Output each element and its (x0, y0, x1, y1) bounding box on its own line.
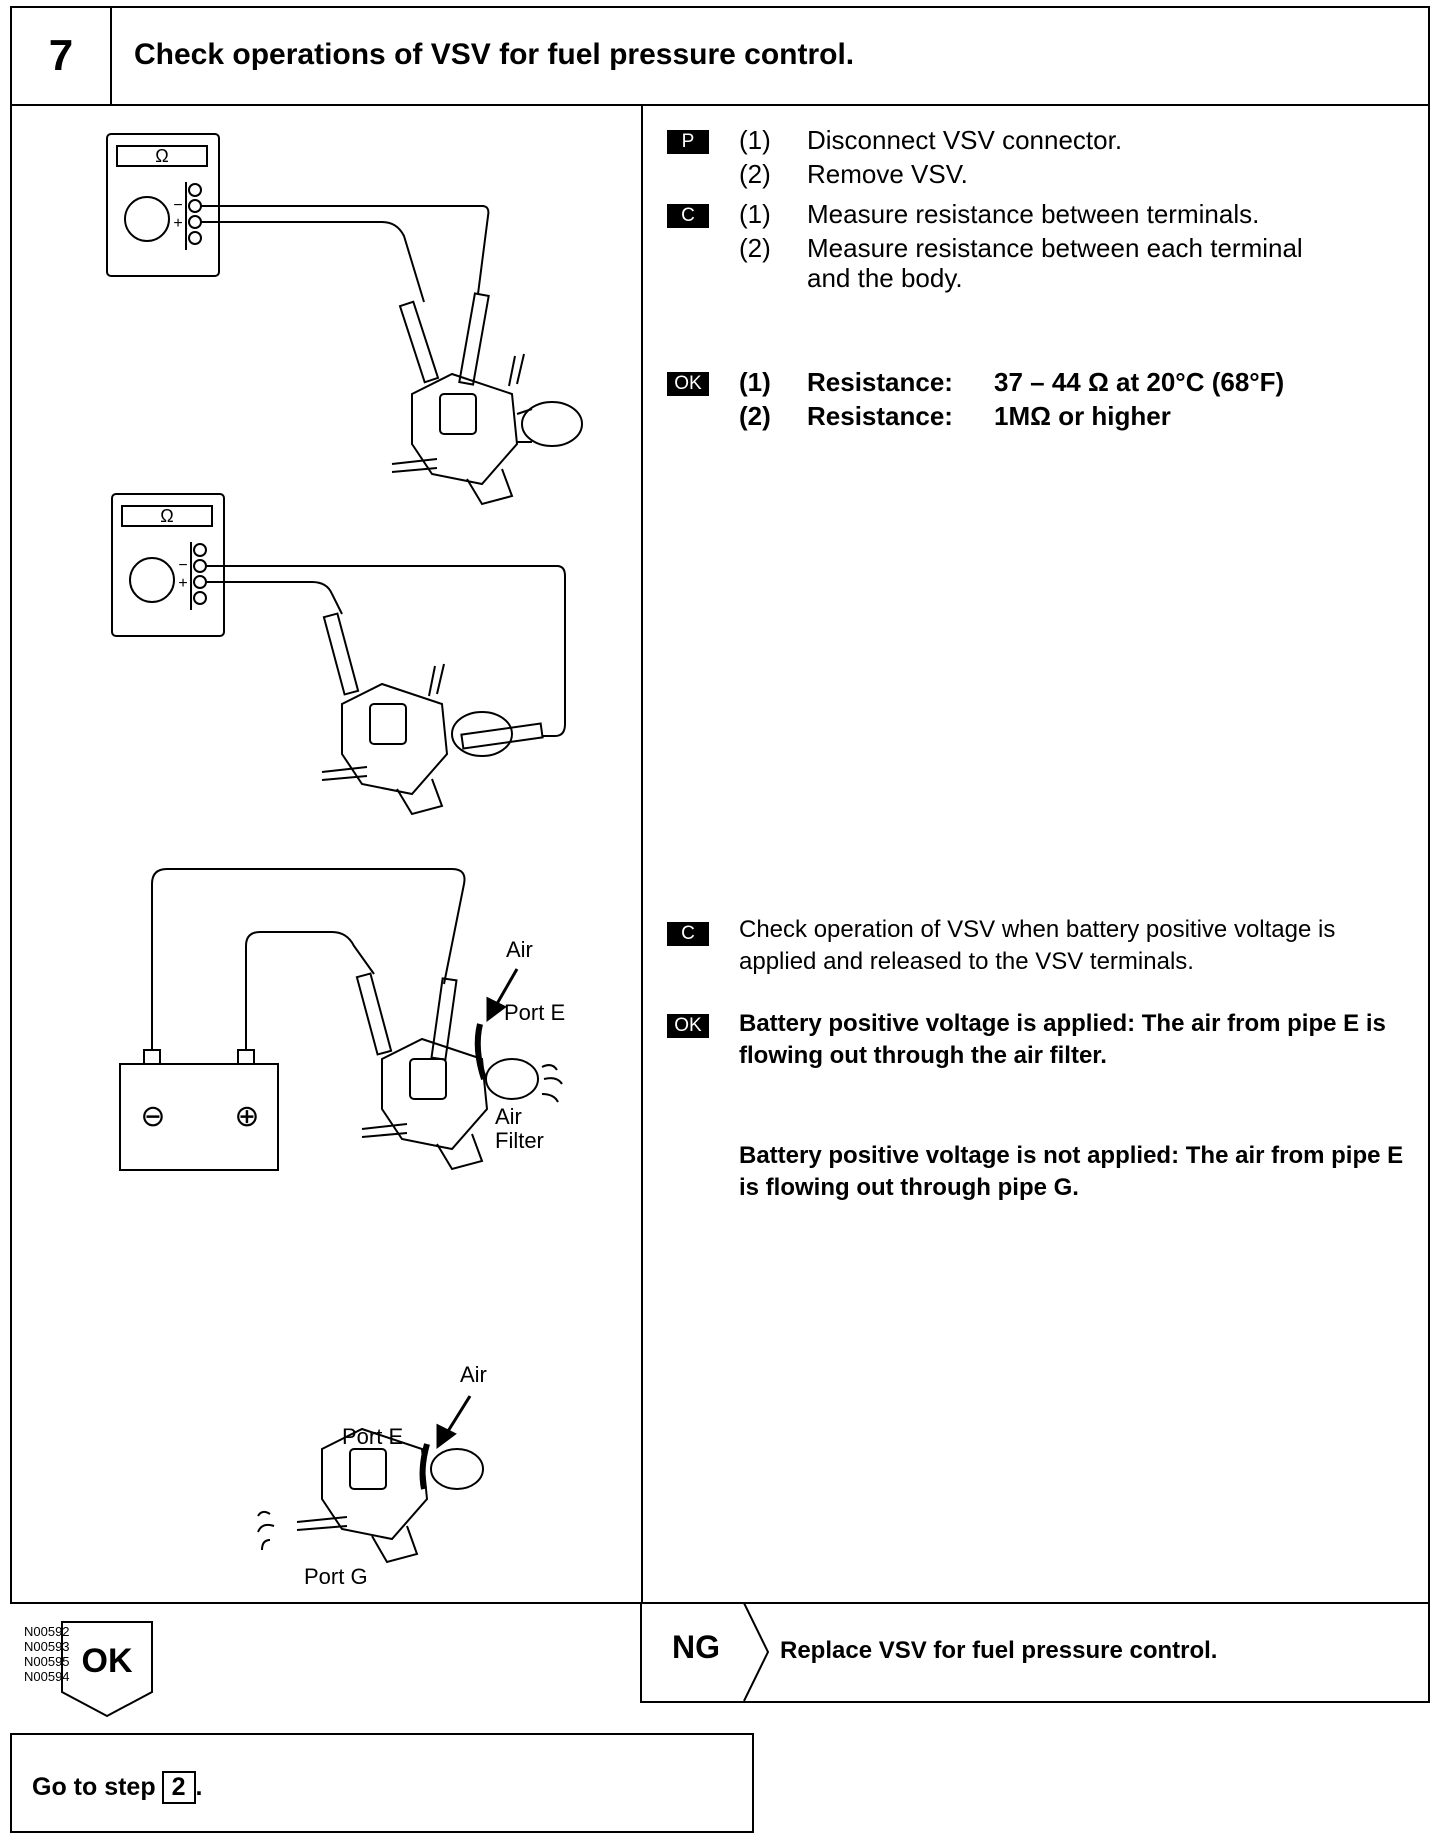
ok-badge: OK (667, 372, 709, 396)
label-port-e-2: Port E (342, 1424, 403, 1449)
ok-result-tag: OK (61, 1621, 153, 1718)
prep-step-text: Remove VSV. (807, 159, 968, 189)
check-step-text: Measure resistance between terminals. (807, 199, 1260, 229)
ok-step-label: Resistance: (807, 367, 953, 397)
ok-tag-outline (61, 1621, 153, 1718)
ng-chevron-line (743, 1603, 770, 1701)
figure-ohmmeter-terminals (106, 133, 583, 506)
figure-id: N00592 (24, 1624, 70, 1639)
goto-suffix: . (195, 1773, 203, 1801)
ok-applied-text: Battery positive voltage is applied: The… (739, 1010, 1386, 1069)
battery-plus-symbol: ⊕ (234, 1100, 259, 1133)
goto-step-number[interactable]: 2 (161, 1771, 196, 1804)
label-port-g: Port G (304, 1564, 368, 1589)
label-air-filter-line1: Air (495, 1104, 522, 1129)
check-step-num: (2) (739, 233, 771, 263)
minus-sign-1: − (173, 197, 182, 214)
plus-sign-2: + (178, 575, 187, 592)
prep-step-text: Disconnect VSV connector. (807, 125, 1123, 155)
ok-step-value: 1MΩ or higher (994, 401, 1171, 431)
prep-step-num: (2) (739, 159, 771, 189)
ok-step-num: (1) (739, 367, 771, 397)
label-port-e-1: Port E (504, 1000, 565, 1025)
ng-result-box: NG Replace VSV for fuel pressure control… (640, 1603, 1430, 1703)
check-badge-2: C (667, 922, 709, 946)
battery-minus-symbol: ⊖ (140, 1100, 165, 1133)
ohm-symbol-1: Ω (155, 146, 168, 166)
plus-sign-1: + (173, 215, 182, 232)
prep-step-num: (1) (739, 125, 771, 155)
figure-ids: N00592 N00593 N00595 N00594 (24, 1624, 70, 1684)
ng-result-text: Replace VSV for fuel pressure control. (780, 1637, 1218, 1664)
label-air-2: Air (460, 1362, 487, 1387)
ng-chevron-icon (743, 1603, 770, 1701)
figure-id: N00594 (24, 1669, 70, 1684)
ok-result-label: OK (82, 1642, 133, 1680)
check-badge: C (667, 204, 709, 228)
air-arrow-2 (419, 1395, 472, 1490)
prep-badge: P (667, 130, 709, 154)
instructions: P (1) Disconnect VSV connector. (2) Remo… (12, 104, 1432, 1604)
column-divider (641, 104, 643, 1604)
step-title: Check operations of VSV for fuel pressur… (134, 38, 855, 71)
figure-id: N00595 (24, 1654, 70, 1669)
label-air-filter-line2: Filter (495, 1128, 544, 1153)
air-arrow-1 (474, 968, 519, 1080)
label-air-1: Air (506, 937, 533, 962)
goto-prefix: Go to step (32, 1773, 156, 1801)
check-operation-text: Check operation of VSV when battery posi… (739, 916, 1336, 975)
step-header: 7 Check operations of VSV for fuel press… (10, 6, 1430, 106)
procedure-body: Ω − + Ω − + (10, 104, 1432, 1684)
check-step-text: Measure resistance between each terminal (807, 233, 1303, 263)
figure-id: N00593 (24, 1639, 70, 1654)
ok-step-num: (2) (739, 401, 771, 431)
ohm-symbol-2: Ω (160, 506, 173, 526)
illustrations: Ω − + Ω − + (106, 133, 583, 1589)
figure-battery-applied (119, 868, 563, 1171)
ok-not-applied-text: Battery positive voltage is not applied:… (739, 1142, 1404, 1201)
step-number: 7 (12, 8, 112, 104)
ng-result-label: NG (672, 1629, 720, 1665)
ok-step-label: Resistance: (807, 401, 953, 431)
ok-step-value: 37 – 44 Ω at 20°C (68°F) (994, 367, 1285, 397)
figure-ohmmeter-body (111, 493, 566, 816)
check-step-text: and the body. (807, 263, 963, 293)
check-step-num: (1) (739, 199, 771, 229)
ok-badge-2: OK (667, 1014, 709, 1038)
figure-battery-released (257, 1427, 484, 1564)
minus-sign-2: − (178, 557, 187, 574)
